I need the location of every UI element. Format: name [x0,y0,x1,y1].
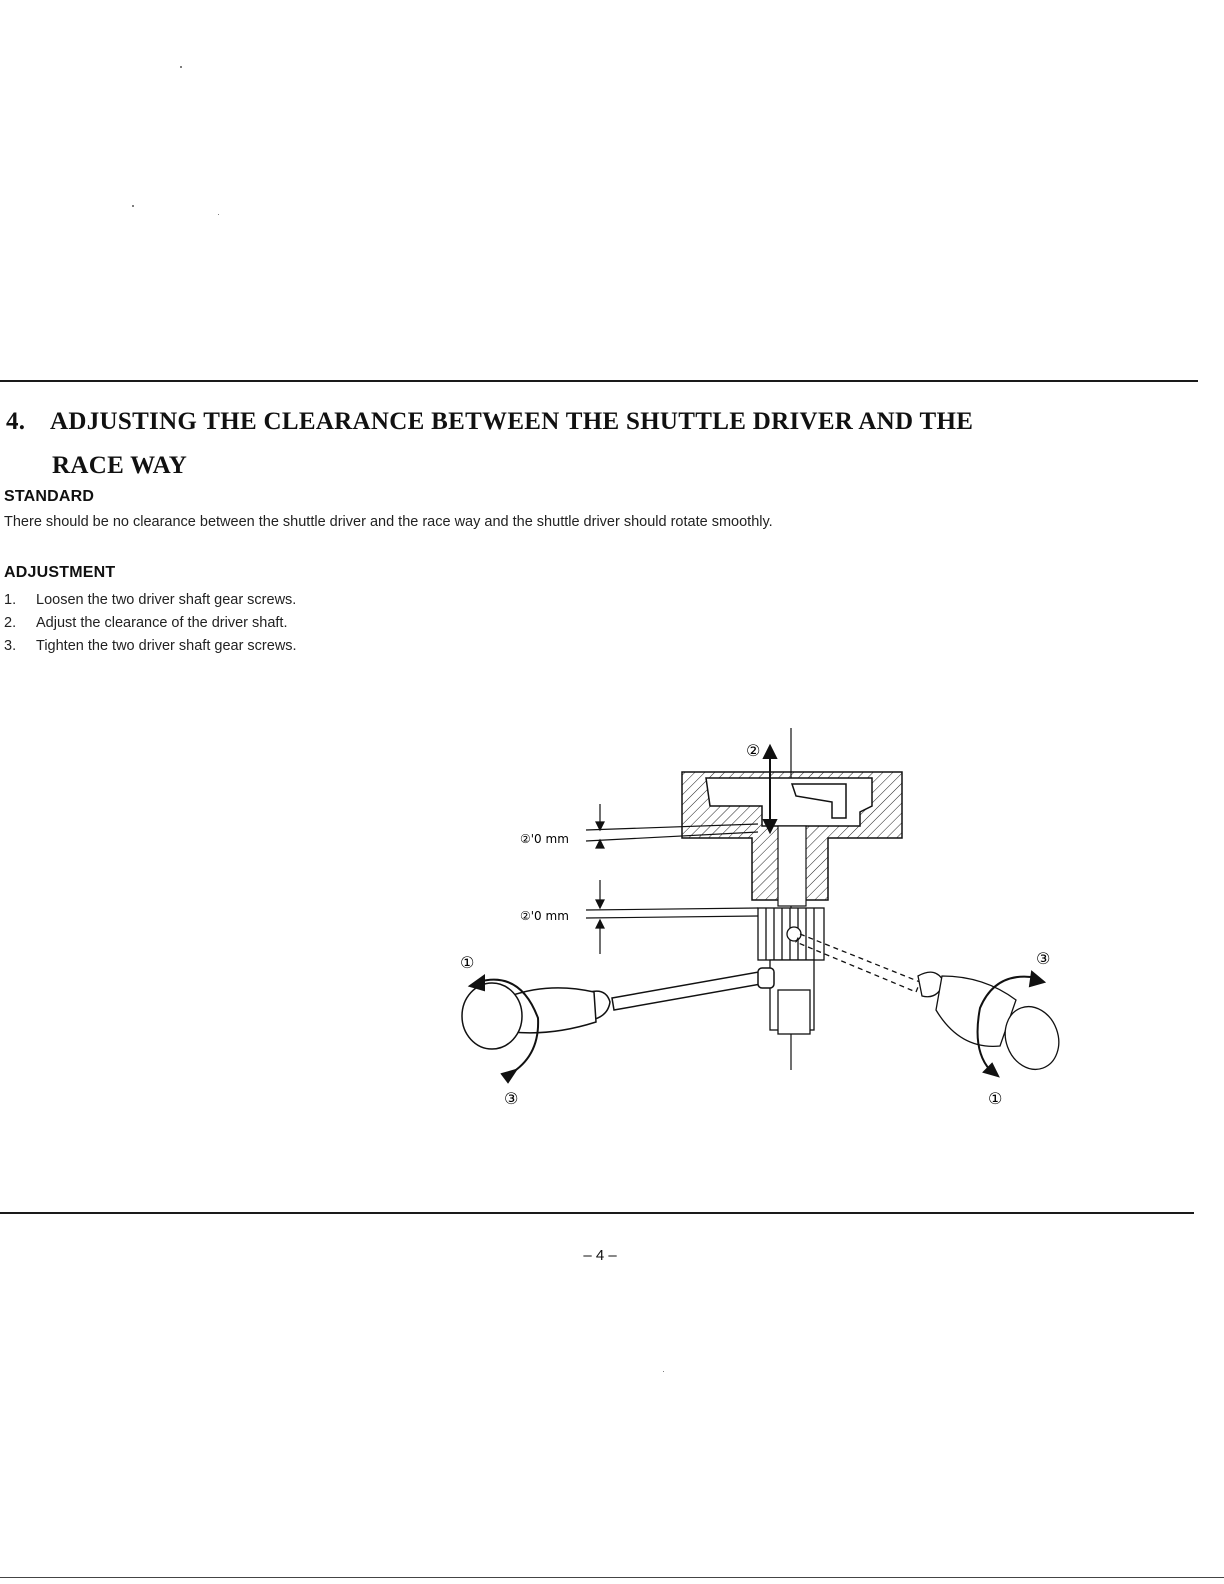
dimension-upper-label: ②'0 mm [520,832,569,846]
section-number: 4. [6,408,26,435]
standard-text: There should be no clearance between the… [4,514,773,530]
scan-speck [218,214,219,215]
dimension-lower-label: ②'0 mm [520,909,569,923]
left-bottom-callout: ③ [504,1089,518,1108]
scan-speck [180,66,182,68]
step-number: 3. [4,638,17,654]
left-top-callout: ① [460,953,474,972]
right-bottom-callout: ① [988,1089,1002,1108]
shuttle-cavity [705,777,873,827]
shuttle-driver-diagram: ② ②'0 mm ②'0 mm ① ③ [460,728,1060,1108]
step-number: 1. [4,592,17,608]
step-text: Loosen the two driver shaft gear screws. [36,592,297,608]
rotate-arrow-left [467,974,540,1084]
section-title-line2: RACE WAY [52,452,188,479]
step-number: 2. [4,615,17,631]
standard-label: STANDARD [4,488,95,505]
screwdriver-right [795,933,1060,1071]
step-text: Adjust the clearance of the driver shaft… [36,615,288,631]
page-edge-rule [0,1577,1224,1578]
callout-top: ② [746,741,760,760]
bottom-divider [0,1212,1194,1214]
shaft-bore [777,825,807,907]
adjustment-step: 1. Loosen the two driver shaft gear screw… [4,592,296,608]
adjustment-step: 2. Adjust the clearance of the driver sha… [4,615,287,631]
adjustment-label: ADJUSTMENT [4,564,116,581]
driver-shaft-tip [777,989,811,1035]
scan-speck [663,1371,664,1372]
section-heading: 4. ADJUSTING THE CLEARANCE BETWEEN THE SH… [6,400,1206,488]
driver-shaft-gear [757,907,825,961]
right-top-callout: ③ [1036,949,1050,968]
adjustment-step: 3. Tighten the two driver shaft gear scre… [4,638,297,654]
section-title-line1: ADJUSTING THE CLEARANCE BETWEEN THE SHUT… [50,408,974,435]
step-text: Tighten the two driver shaft gear screws… [36,638,297,654]
screwdriver-left [461,967,775,1050]
scan-speck [132,205,134,207]
dimension-marks [585,804,759,954]
rotate-arrow-right [976,970,1047,1078]
page-number: – 4 – [583,1247,617,1264]
clearance-adjust-arrow [762,743,778,835]
top-divider [0,380,1198,382]
